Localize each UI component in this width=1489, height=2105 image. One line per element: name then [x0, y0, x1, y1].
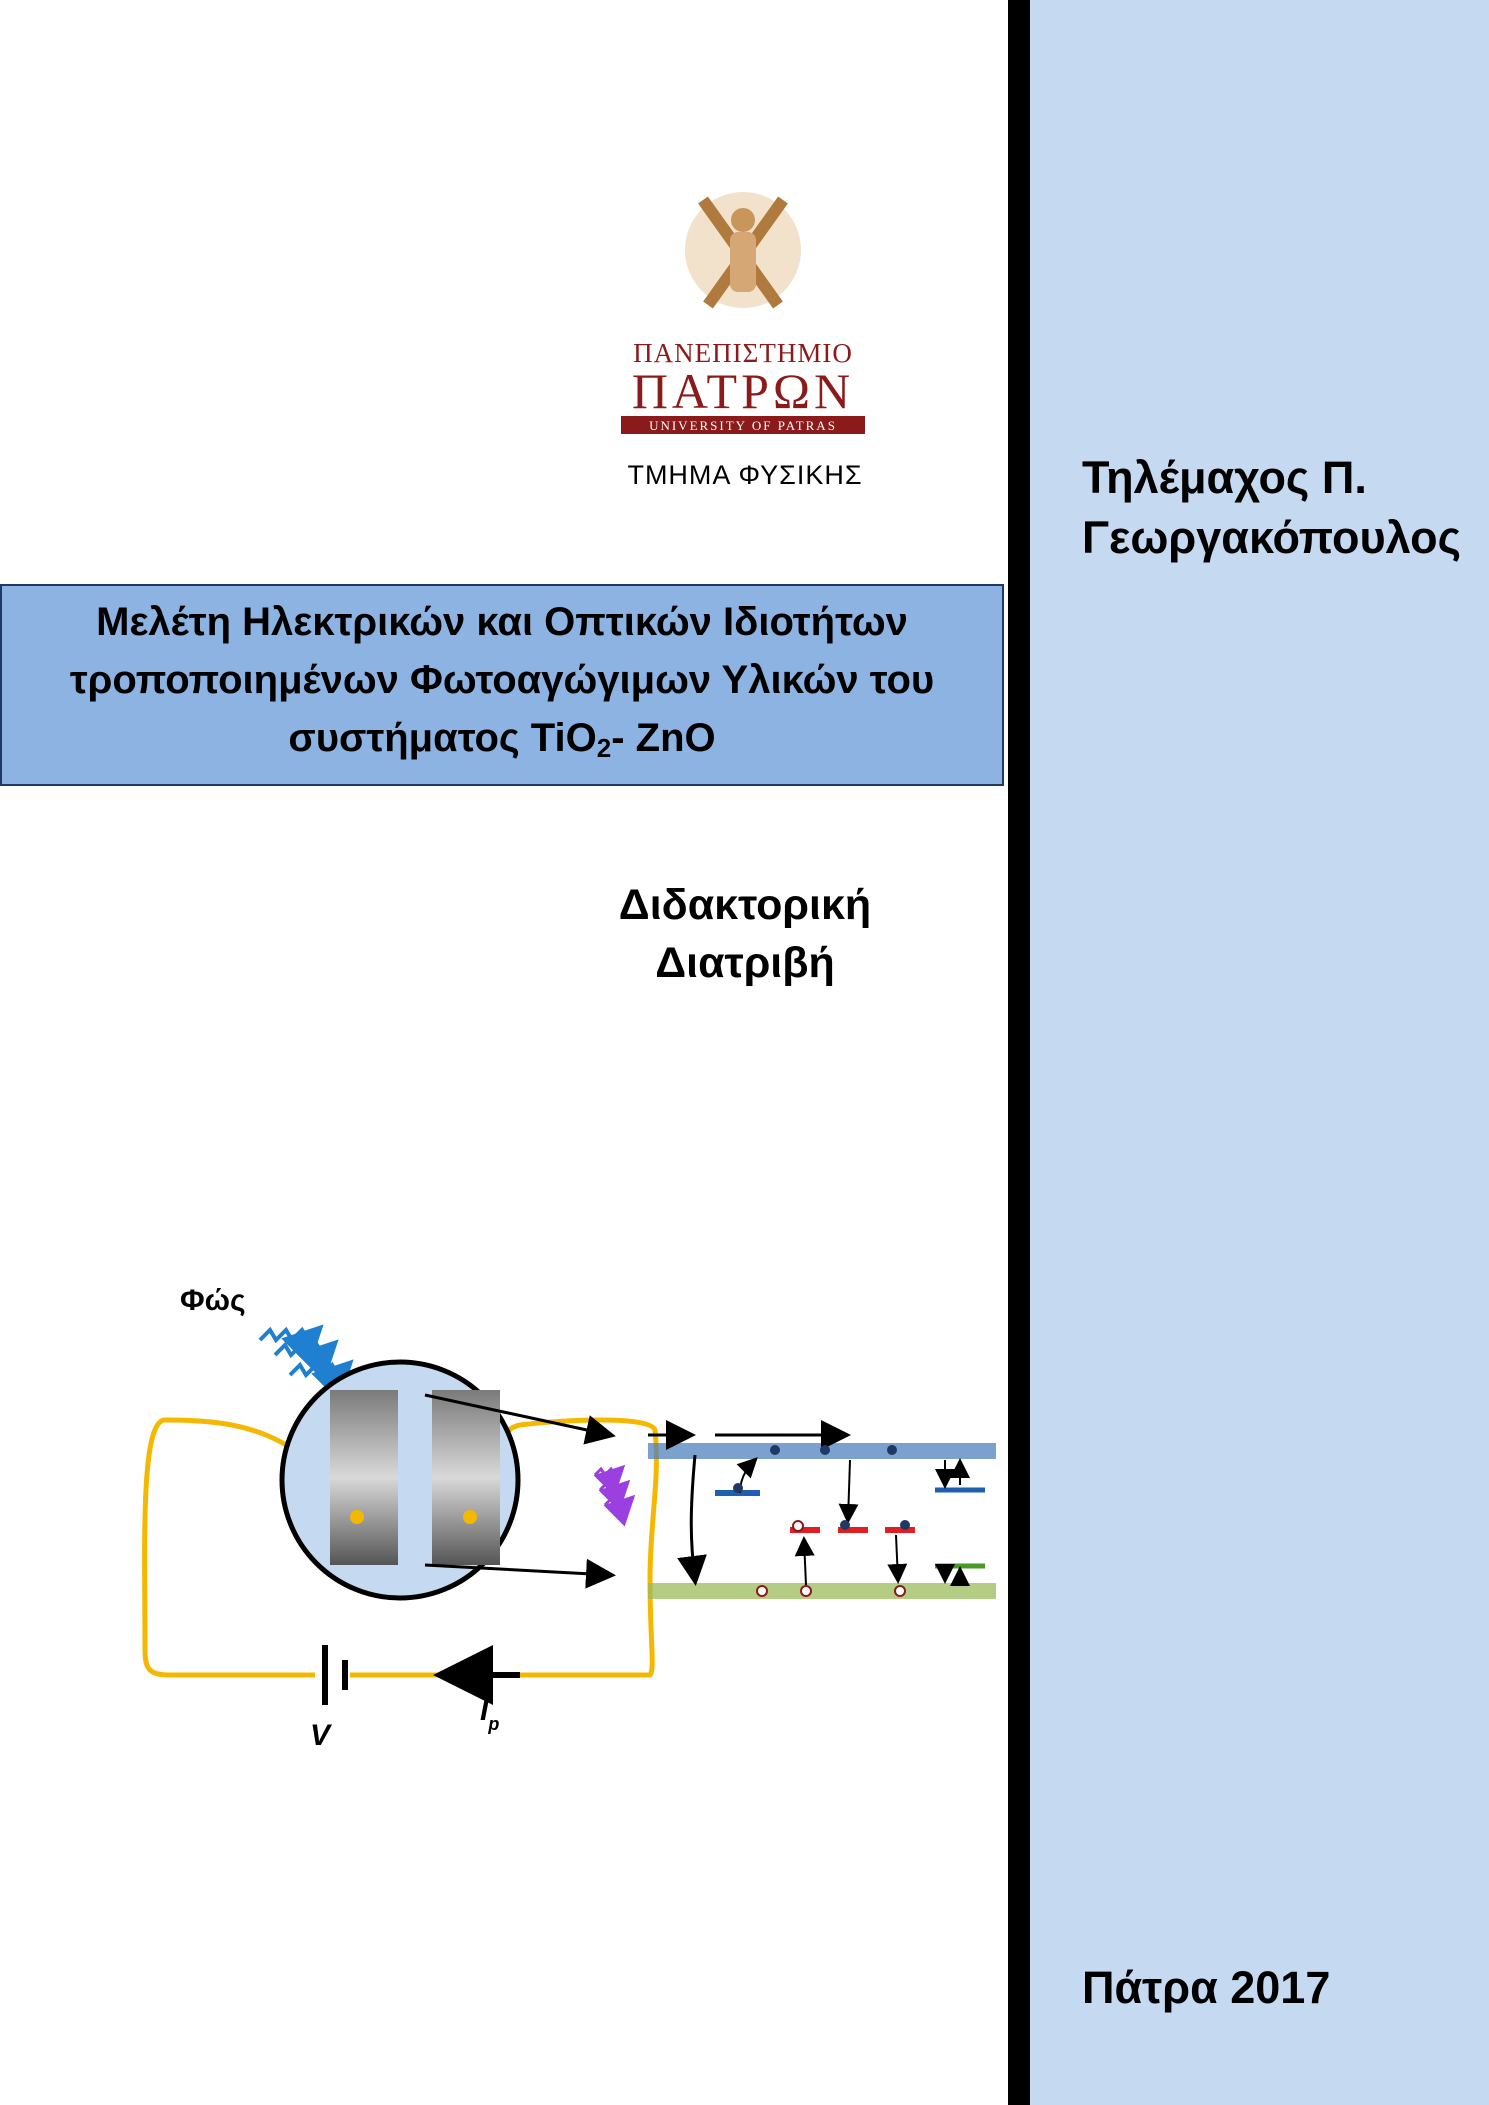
- valence-band: [648, 1583, 996, 1599]
- department-name: ΤΜΗΜΑ ΦΥΣΙΚΗΣ: [627, 460, 863, 490]
- thesis-type: Διδακτορική Διατριβή: [560, 876, 930, 992]
- title-line2: τροποποιημένων Φωτοαγώγιμων Υλικών του: [69, 658, 935, 702]
- university-logo: ΠΑΝΕΠΙΣΤΗΜΙΟ ΠΑΤΡΩΝ UNIVERSITY OF PATRAS: [621, 192, 865, 434]
- electrode-right: [432, 1390, 500, 1565]
- zoom-arrow-top: [424, 1393, 616, 1445]
- author-first: Τηλέμαχος Π.: [1082, 452, 1367, 503]
- electrode-left: [330, 1390, 398, 1565]
- author-last: Γεωργακόπουλος: [1082, 512, 1462, 563]
- thesis-type-line1: Διδακτορική: [618, 881, 872, 929]
- thesis-type-line2: Διατριβή: [655, 939, 835, 987]
- photon-icon: [593, 1464, 636, 1527]
- right-side-panel: [1022, 0, 1489, 2105]
- thesis-title-box: Μελέτη Ηλεκτρικών και Οπτικών Ιδιοτήτων …: [0, 584, 1004, 786]
- photoconductor-diagram: Φώς V Ip: [142, 1284, 996, 1752]
- light-label: Φώς: [180, 1284, 246, 1317]
- thesis-title: Μελέτη Ηλεκτρικών και Οπτικών Ιδιοτήτων …: [70, 593, 934, 777]
- current-label: Ip: [480, 1694, 499, 1734]
- voltage-label: V: [310, 1719, 333, 1752]
- vertical-black-bar: [1008, 0, 1030, 2105]
- band-diagram: [648, 1420, 996, 1599]
- author-name: Τηλέμαχος Π. Γεωργακόπουλος: [1082, 448, 1482, 568]
- title-line1: Μελέτη Ηλεκτρικών και Οπτικών Ιδιοτήτων: [96, 600, 908, 644]
- logo-line1: ΠΑΝΕΠΙΣΤΗΜΙΟ: [633, 338, 853, 368]
- light-wave-icon: [258, 1324, 354, 1402]
- logo-line2: ΠΑΤΡΩΝ: [632, 363, 854, 419]
- city-year: Πάτρα 2017: [1082, 1962, 1331, 2013]
- zoom-arrow-bottom: [424, 1558, 616, 1589]
- battery-icon: [322, 1645, 348, 1705]
- logo-line3: UNIVERSITY OF PATRAS: [649, 418, 837, 433]
- saint-andrew-emblem-icon: [685, 192, 801, 309]
- title-line3: συστήματος TiO2- ZnO: [288, 716, 716, 763]
